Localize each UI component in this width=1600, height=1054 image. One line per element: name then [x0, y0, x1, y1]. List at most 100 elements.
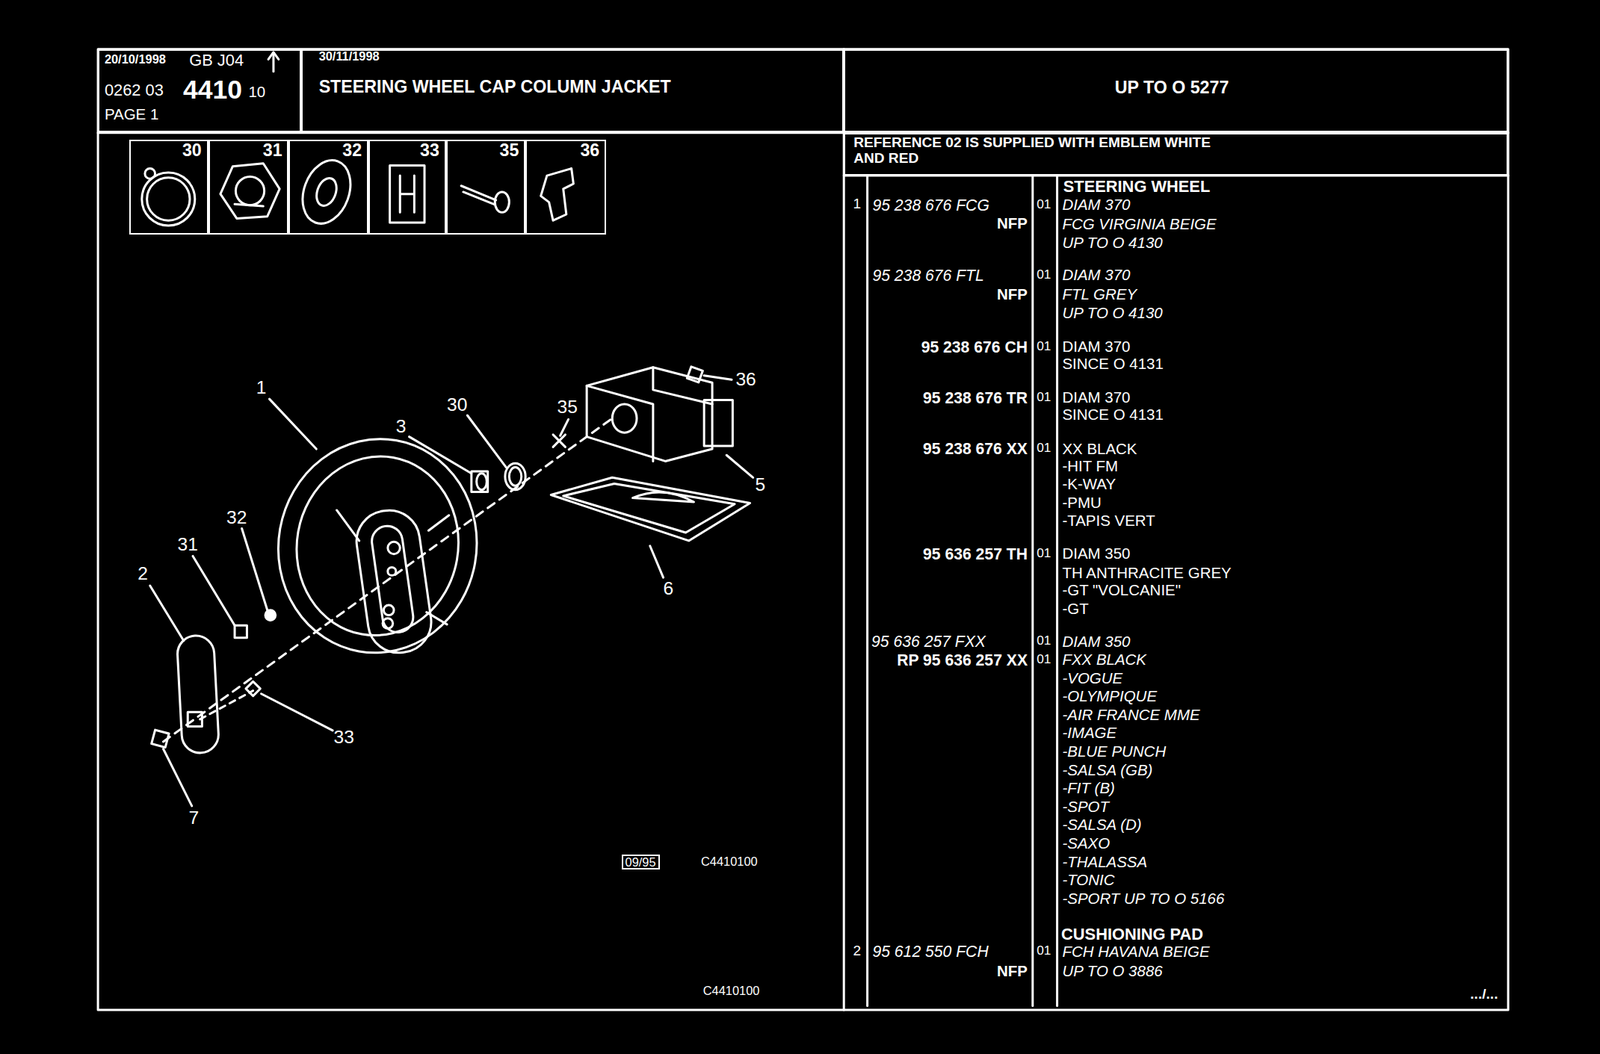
washer-part [265, 610, 276, 622]
divider-line [842, 49, 846, 1011]
table-cell: FTL GREY [1061, 285, 1137, 305]
table-rule [1055, 175, 1059, 1006]
drawing-reference: C4410100 [700, 854, 758, 870]
table-cell: -SPOT [1061, 798, 1110, 817]
table-cell: FCH HAVANA BEIGE [1061, 943, 1210, 962]
circlip-part [505, 463, 526, 491]
callout-number: 5 [754, 473, 766, 496]
callout-number: 32 [342, 140, 362, 162]
callout-number: 6 [663, 577, 675, 600]
callout-number: 30 [446, 393, 468, 416]
screw-icon [461, 186, 509, 213]
clip-icon [390, 165, 425, 222]
range-cell: UP TO O 5277 [843, 49, 1509, 134]
header-text: REFERENCE 02 IS SUPPLIED WITH EMBLEM WHI… [853, 134, 1228, 168]
callout-number: 36 [735, 368, 756, 391]
table-cell: -TAPIS VERT [1061, 511, 1155, 531]
table-cell: XX BLACK [1061, 440, 1137, 459]
header-text: 4410 [183, 73, 243, 107]
callout-number: 2 [137, 562, 148, 585]
title-cell: 30/11/1998STEERING WHEEL CAP COLUMN JACK… [301, 49, 844, 134]
table-cell: DIAM 370 [1061, 337, 1130, 357]
table-cell: DIAM 370 [1061, 388, 1130, 408]
header-text: GB J04 [189, 50, 244, 71]
table-cell: NFP [996, 962, 1028, 982]
drawing-reference: C4410100 [703, 984, 761, 1000]
table-cell: -TONIC [1061, 871, 1115, 891]
cap-part [187, 712, 202, 727]
icon-box: 35 [446, 139, 527, 235]
header-text: STEERING WHEEL CAP COLUMN JACKET [319, 76, 672, 98]
circlip-icon [141, 168, 196, 226]
table-cell: 95 612 550 FCH [872, 942, 988, 962]
cap-part [176, 635, 219, 755]
table-cell: -GT [1061, 600, 1089, 619]
icon-box: 30 [129, 139, 208, 235]
clip-icon [541, 168, 574, 222]
table-cell: -HIT FM [1061, 457, 1118, 477]
table-cell: UP TO O 4130 [1061, 233, 1163, 253]
table-cell: -VOGUE [1061, 669, 1123, 689]
table-cell: 01 [1036, 632, 1051, 649]
header-text: 30/11/1998 [319, 49, 380, 65]
table-cell: 01 [1036, 440, 1051, 456]
table-cell: 01 [1036, 196, 1051, 213]
callout-number: 35 [557, 396, 578, 418]
header-text: PAGE 1 [104, 105, 159, 125]
callout-number: 1 [256, 376, 267, 399]
callout-number: 7 [189, 807, 200, 829]
table-cell: -OLYMPIQUE [1061, 687, 1157, 707]
table-cell: -K-WAY [1061, 475, 1116, 494]
table-cell: -PMU [1061, 493, 1101, 513]
table-cell: -SPORT UP TO O 5166 [1061, 890, 1225, 909]
table-cell: CUSHIONING PAD [1061, 925, 1204, 945]
table-cell: 1 [853, 195, 862, 213]
table-cell: RP 95 636 257 XX [896, 650, 1028, 670]
callout-number: 35 [499, 140, 520, 162]
table-cell: UP TO O 4130 [1061, 304, 1163, 323]
clip-part [245, 681, 261, 696]
header-text: 10 [248, 82, 266, 102]
table-cell: -AIR FRANCE MME [1061, 706, 1200, 725]
table-cell: -FIT (B) [1061, 779, 1115, 799]
washer-icon [294, 153, 359, 231]
callout-number: 36 [579, 140, 600, 162]
table-cell: 95 636 257 TH [922, 544, 1028, 564]
clip-part [686, 366, 703, 383]
table-cell: 95 636 257 FXX [871, 632, 986, 651]
table-cell: -SAXO [1061, 834, 1110, 854]
table-cell: UP TO O 3886 [1061, 962, 1163, 982]
clip-part [151, 730, 169, 748]
table-cell: DIAM 370 [1061, 195, 1130, 215]
table-cell: 95 238 676 FTL [872, 266, 984, 285]
table-cell: TH ANTHRACITE GREY [1061, 564, 1231, 583]
table-cell: FXX BLACK [1061, 650, 1147, 670]
table-cell: SINCE O 4131 [1061, 354, 1163, 374]
table-cell: DIAM 350 [1061, 632, 1130, 652]
screw-part [553, 434, 565, 447]
table-cell: 95 238 676 FCG [872, 195, 989, 215]
table-cell: 01 [1036, 943, 1051, 959]
table-cell: 01 [1036, 389, 1051, 406]
table-cell: 01 [1036, 545, 1051, 562]
table-cell: -GT "VOLCANIE" [1061, 581, 1181, 601]
table-cell: -BLUE PUNCH [1061, 742, 1166, 762]
table-cell: NFP [996, 285, 1028, 305]
table-cell: 95 238 676 CH [921, 337, 1028, 357]
icon-box: 31 [208, 139, 290, 235]
table-cell: 2 [853, 943, 862, 961]
callout-number: 31 [177, 533, 199, 556]
table-cell: -THALASSA [1061, 853, 1148, 873]
table-cell: DIAM 370 [1061, 266, 1130, 285]
table-cell: -SALSA (GB) [1061, 761, 1153, 781]
table-cell: 01 [1036, 338, 1051, 355]
header-text: UP TO O 5277 [1114, 77, 1230, 99]
table-cell: -IMAGE [1061, 724, 1117, 743]
nut-part [234, 625, 247, 638]
assembly-axis [162, 418, 613, 743]
callout-number: 30 [182, 140, 202, 162]
icon-box: 32 [288, 139, 369, 235]
header-text: 20/10/1998 [104, 52, 166, 68]
switch-housing [586, 367, 733, 462]
table-rule [866, 175, 869, 1006]
